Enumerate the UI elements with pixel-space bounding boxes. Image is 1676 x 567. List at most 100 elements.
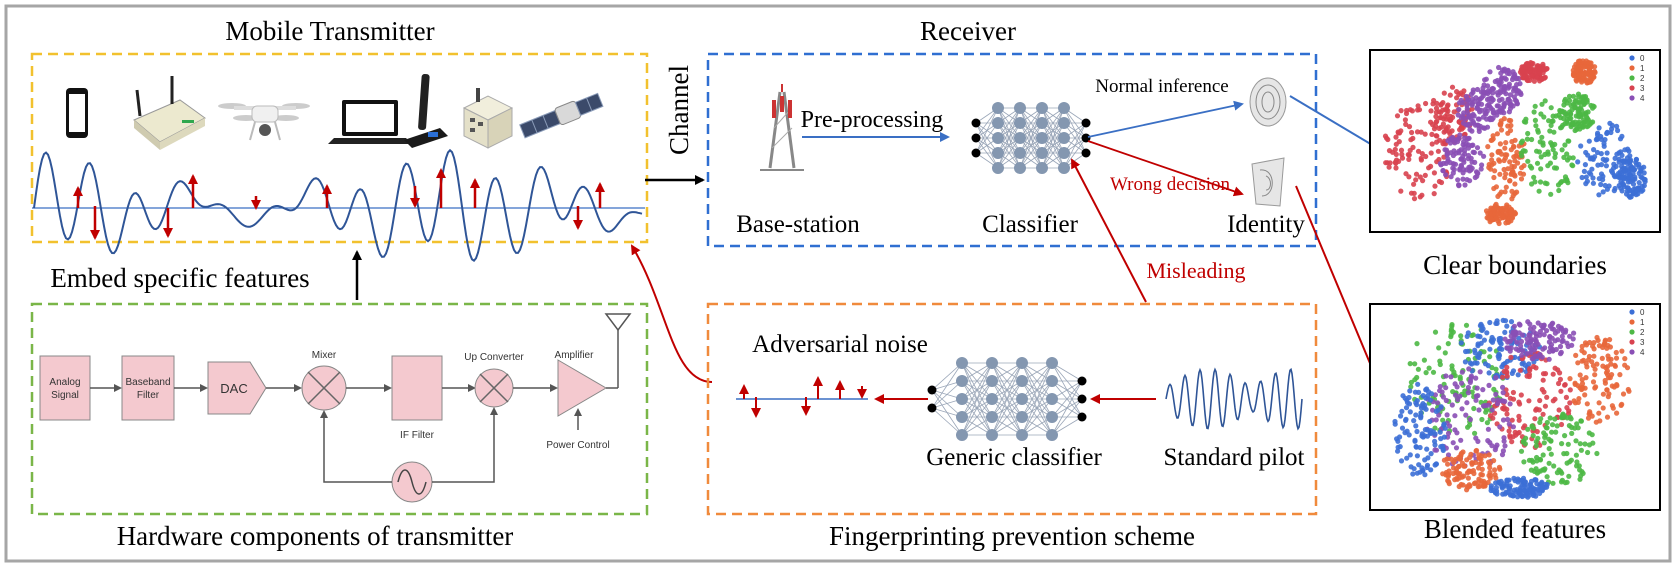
scatter-point (1544, 474, 1550, 480)
scatter-point (1537, 397, 1543, 404)
scatter-point (1482, 110, 1488, 116)
scatter-point (1581, 111, 1587, 117)
scatter-point (1474, 145, 1481, 151)
wrong-decision-label: Wrong decision (1110, 174, 1231, 195)
scatter-point (1478, 456, 1484, 462)
scatter-point (1503, 489, 1509, 495)
scatter-point (1511, 475, 1517, 481)
scatter-point (1568, 124, 1574, 130)
scatter-point (1605, 372, 1611, 378)
scatter-point (1437, 384, 1443, 390)
scatter-point (1538, 154, 1544, 160)
scatter-point (1456, 100, 1463, 106)
scatter-point (1410, 471, 1416, 477)
scatter-point (1496, 64, 1502, 71)
scatter-point (1407, 409, 1413, 415)
scatter-point (1511, 164, 1517, 170)
scatter-point (1526, 487, 1532, 493)
scatter-point (1506, 81, 1512, 87)
scatter-point (1546, 436, 1552, 442)
satellite-icon (519, 92, 604, 139)
scatter-point (1496, 464, 1502, 470)
legend-label: 3 (1640, 84, 1645, 93)
to-blended-plot-arrow (1295, 185, 1384, 394)
network-edge (1041, 122, 1065, 169)
scatter-point (1509, 196, 1515, 202)
scatter-point (1493, 484, 1499, 491)
network-edge (1021, 362, 1053, 400)
scatter-point (1611, 188, 1617, 194)
scatter-point (1557, 376, 1563, 382)
scatter-point (1608, 129, 1614, 136)
network-node (986, 393, 998, 405)
base-unit-icon (462, 88, 514, 149)
scatter-point (1511, 143, 1517, 149)
network-edge (1051, 380, 1083, 418)
scatter-point (1582, 340, 1589, 346)
scatter-point (1512, 181, 1518, 187)
scatter-point (1607, 337, 1613, 343)
network-edge (991, 362, 1023, 400)
scatter-point (1412, 377, 1418, 383)
scatter-point (1546, 356, 1552, 362)
if-filter-label: IF Filter (400, 430, 435, 441)
scatter-point (1411, 190, 1417, 196)
scatter-point (1502, 145, 1508, 151)
network-node (971, 133, 981, 143)
adversarial-noise-label: Adversarial noise (752, 331, 928, 358)
classifier-network-icon (971, 102, 1091, 174)
scatter-point (1508, 354, 1514, 360)
network-node (1077, 394, 1087, 404)
scatter-point (1397, 434, 1403, 440)
scatter-point (1413, 400, 1419, 406)
network-edge (961, 398, 993, 436)
scatter-point (1550, 371, 1556, 377)
scatter-point (1599, 136, 1605, 142)
scatter-point (1579, 124, 1585, 130)
scatter-point (1451, 137, 1457, 143)
scatter-point (1548, 122, 1554, 128)
scatter-point (1449, 366, 1455, 372)
mixer-icon (301, 365, 347, 411)
scatter-point (1609, 372, 1615, 378)
scatter-point (1563, 394, 1569, 400)
usb-dongle-icon (404, 73, 448, 148)
scatter-point (1546, 339, 1552, 345)
scatter-point (1450, 440, 1456, 446)
scatter-point (1544, 484, 1550, 490)
scatter-point (1476, 476, 1482, 482)
scatter-point (1437, 361, 1443, 368)
scatter-point (1550, 113, 1556, 119)
scatter-point (1419, 192, 1425, 198)
scatter-point (1477, 461, 1483, 467)
scatter-point (1432, 329, 1439, 335)
scatter-point (1443, 373, 1449, 379)
scatter-point (1594, 136, 1600, 142)
scatter-point (1576, 119, 1582, 125)
scatter-point (1631, 190, 1637, 196)
legend-label: 1 (1640, 318, 1645, 327)
scatter-point (1530, 72, 1536, 78)
scatter-point (1498, 189, 1504, 195)
scatter-point (1581, 350, 1587, 356)
scatter-point (1559, 441, 1565, 447)
scatter-point (1625, 146, 1631, 152)
scatter-point (1395, 444, 1401, 450)
fingerprint-icon (1249, 77, 1287, 127)
scatter-point (1415, 381, 1421, 387)
scatter-point (1549, 141, 1555, 148)
standard-pilot-waveform (1165, 367, 1303, 431)
scatter-point (1605, 353, 1611, 359)
network-edge (975, 107, 999, 154)
scatter-point (1614, 382, 1620, 388)
scatter-point (1411, 181, 1417, 187)
scatter-point (1456, 454, 1462, 461)
scatter-point (1533, 339, 1540, 346)
scatter-point (1460, 153, 1466, 159)
scatter-point (1509, 439, 1515, 445)
scatter-point (1504, 364, 1510, 370)
scatter-point (1474, 360, 1480, 366)
scatter-point (1504, 202, 1510, 208)
scatter-point (1507, 127, 1514, 134)
